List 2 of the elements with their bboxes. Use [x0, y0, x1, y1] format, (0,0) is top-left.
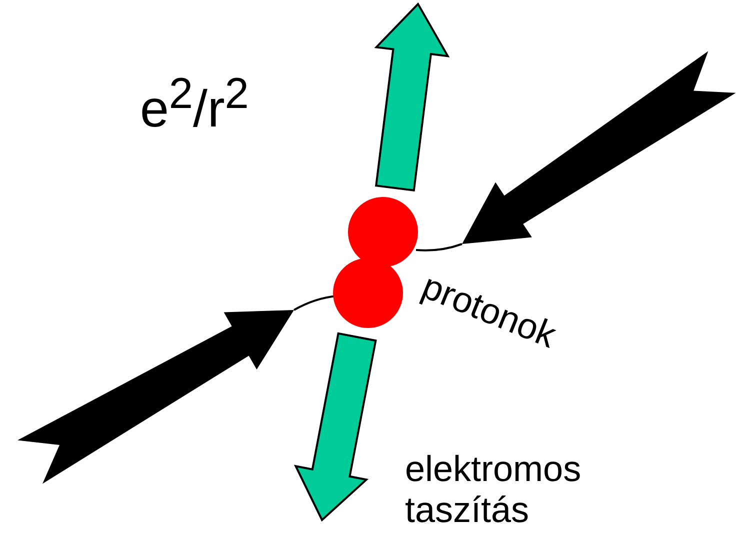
formula-label: e$^{2}$/r$^{2}$: [140, 70, 250, 140]
force-label: elektromos taszítás: [405, 448, 582, 531]
